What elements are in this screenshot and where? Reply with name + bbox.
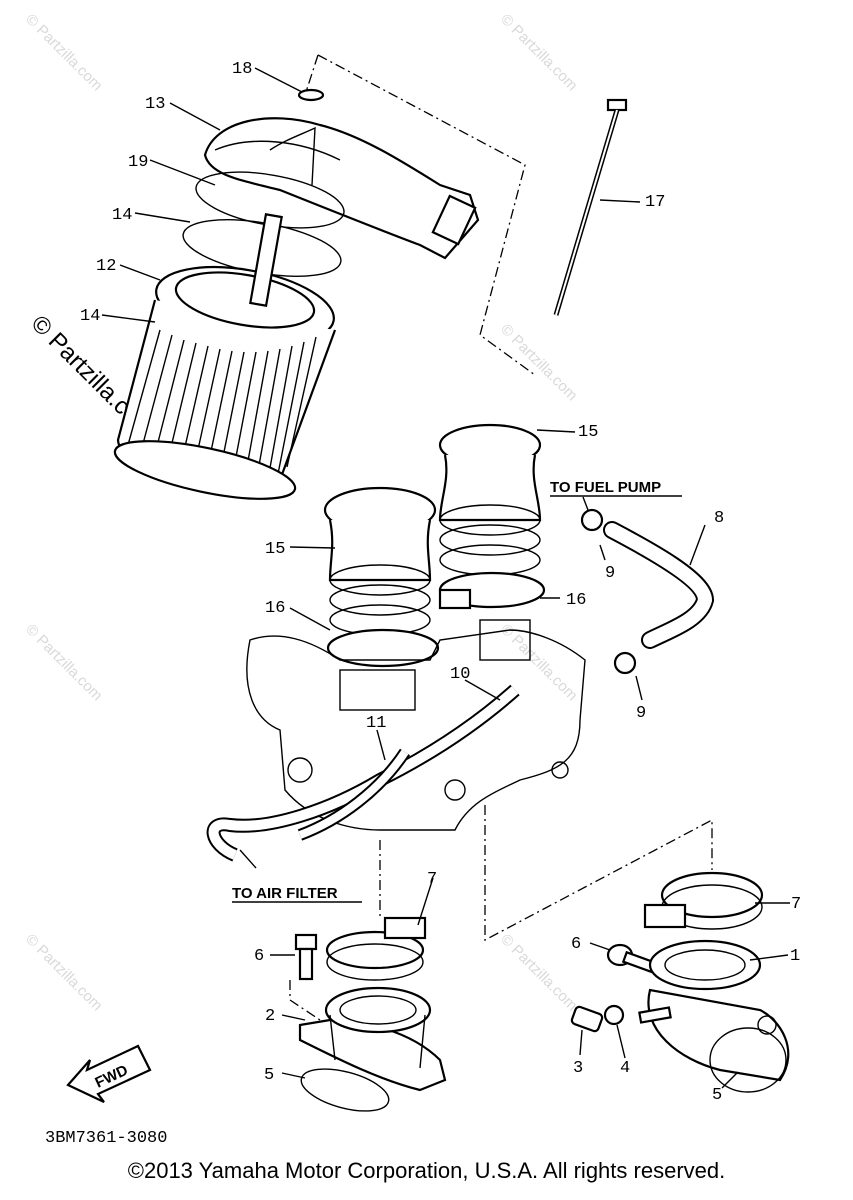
label-5: 5 — [712, 1086, 722, 1105]
label-5: 5 — [264, 1066, 274, 1085]
label-11: 11 — [366, 714, 386, 733]
label-9: 9 — [605, 564, 615, 583]
label-13: 13 — [145, 95, 165, 114]
label-2: 2 — [265, 1007, 275, 1026]
gasket-5-left — [300, 1068, 390, 1112]
clamp-7-right — [643, 871, 764, 930]
label-12: 12 — [96, 257, 116, 276]
hose-clip-9-top — [580, 508, 604, 532]
callout-to-fuel-pump: TO FUEL PUMP — [550, 479, 661, 496]
label-17: 17 — [645, 193, 665, 212]
label-14: 14 — [112, 206, 132, 225]
hose-clip-9-bottom — [613, 651, 637, 675]
label-19: 19 — [128, 153, 148, 172]
clamp-7-left — [325, 916, 427, 981]
label-6: 6 — [254, 947, 264, 966]
washer-18 — [297, 88, 325, 102]
label-4: 4 — [620, 1059, 630, 1078]
label-8: 8 — [714, 509, 724, 528]
label-10: 10 — [450, 665, 470, 684]
label-16: 16 — [566, 591, 586, 610]
label-14: 14 — [80, 307, 100, 326]
air-filter-element — [113, 213, 337, 500]
watermark: © Partzilla.com — [497, 931, 580, 1014]
assembly-lines — [289, 54, 713, 1021]
bolt-17 — [553, 98, 628, 316]
label-7: 7 — [791, 895, 801, 914]
carburetor-body — [246, 619, 586, 831]
watermark: © Partzilla.com — [22, 621, 105, 704]
watermark: © Partzilla.com — [497, 11, 580, 94]
diagram-code: 3BM7361-3080 — [45, 1129, 167, 1148]
fwd-arrow-icon: FWD — [66, 1044, 152, 1103]
gasket-5-right — [709, 1027, 787, 1093]
label-15: 15 — [265, 540, 285, 559]
clip-4 — [603, 1004, 625, 1026]
label-1: 1 — [790, 947, 800, 966]
velocity-stack-left — [323, 486, 440, 668]
callout-to-air-filter: TO AIR FILTER — [232, 885, 338, 902]
cap-3 — [570, 1005, 604, 1033]
manifold-1 — [638, 939, 790, 1082]
hose-10 — [206, 684, 520, 862]
bolt-6-left — [294, 933, 318, 981]
air-filter-cover — [203, 117, 480, 260]
label-6: 6 — [571, 935, 581, 954]
watermark: © Partzilla.com — [22, 931, 105, 1014]
leader-lines — [101, 67, 790, 1089]
label-15: 15 — [578, 423, 598, 442]
watermark: © Partzilla.com — [22, 11, 105, 94]
label-9: 9 — [636, 704, 646, 723]
manifold-2 — [298, 986, 447, 1092]
velocity-stack-right — [438, 423, 546, 610]
watermark: © Partzilla.com — [497, 321, 580, 404]
label-16: 16 — [265, 599, 285, 618]
label-3: 3 — [573, 1059, 583, 1078]
label-18: 18 — [232, 60, 252, 79]
part-labels: 18 13 19 14 12 14 17 15 15 8 9 16 16 10 … — [80, 60, 801, 1105]
copyright-notice: ©2013 Yamaha Motor Corporation, U.S.A. A… — [127, 1158, 726, 1183]
label-7: 7 — [427, 870, 437, 889]
bolt-6-right — [606, 943, 657, 974]
